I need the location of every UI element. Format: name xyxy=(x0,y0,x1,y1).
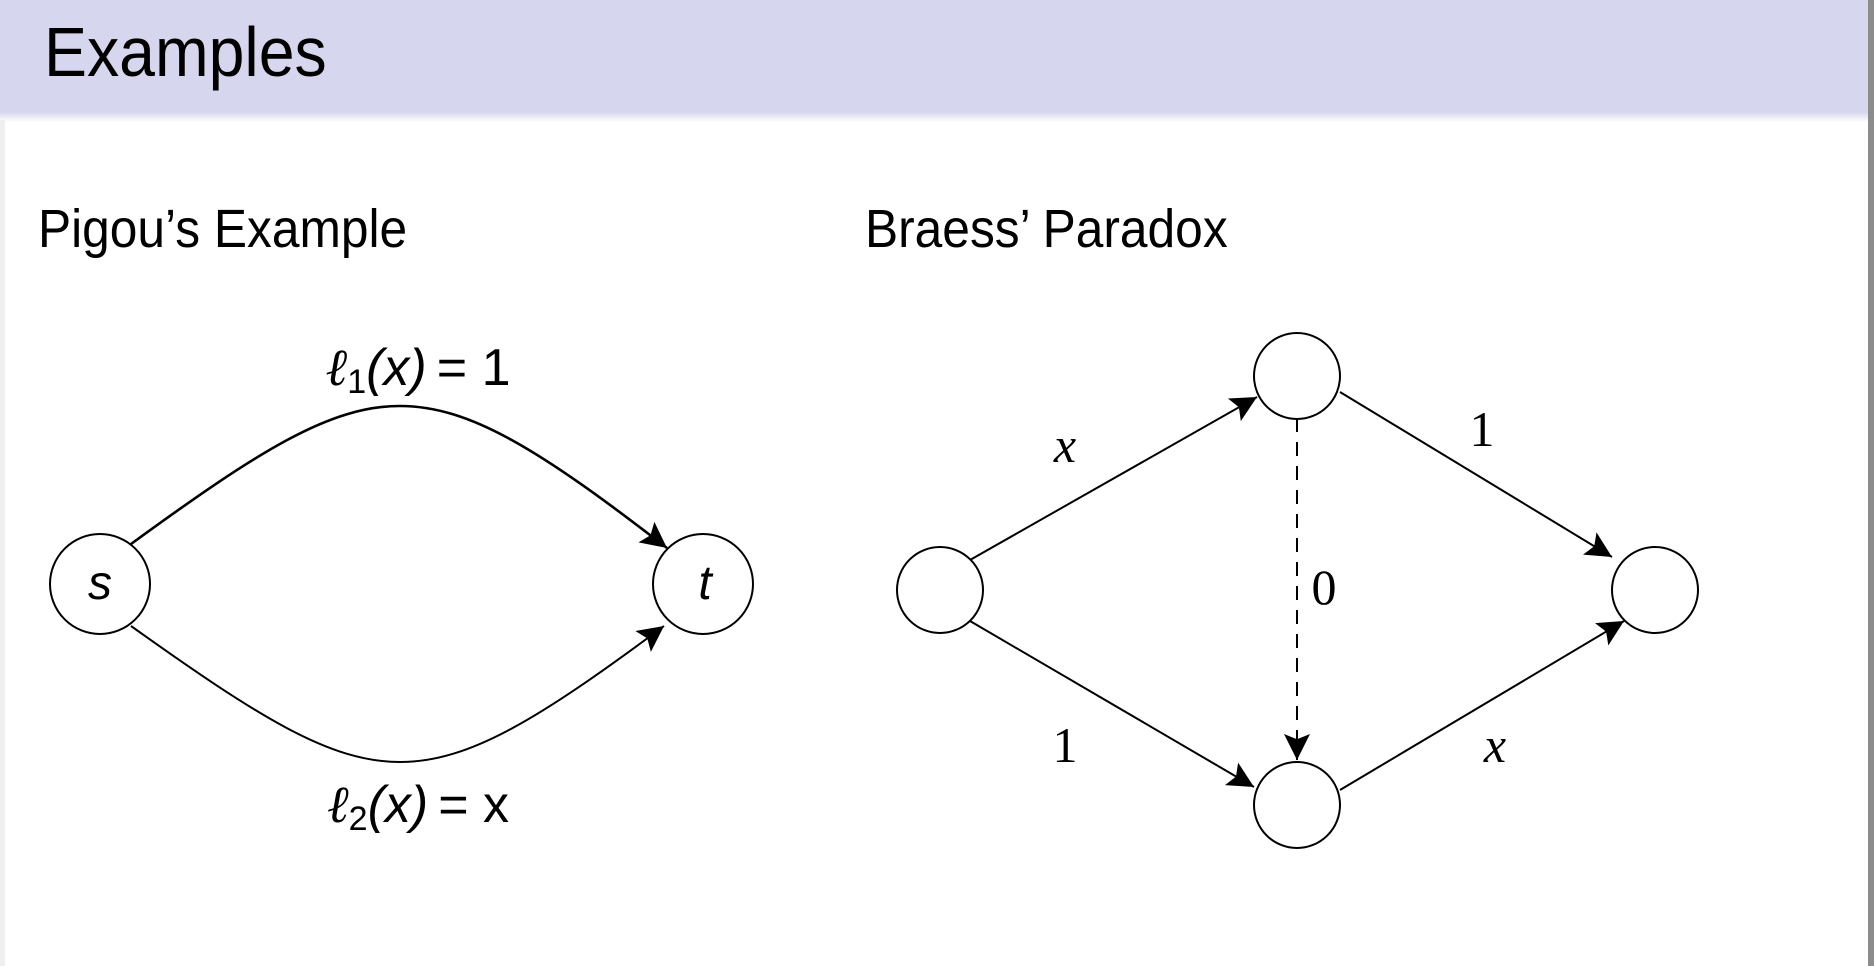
scrollbar[interactable] xyxy=(1868,0,1874,966)
header-shadow xyxy=(0,112,1868,122)
braess-node-top xyxy=(1253,332,1341,420)
left-border xyxy=(0,120,5,966)
node-s xyxy=(49,533,151,635)
braess-node-sink xyxy=(1611,546,1699,634)
braess-edge-left-top xyxy=(969,396,1258,561)
pigou-graph: s t ℓ1(x)= 1 ℓ2(x)= x xyxy=(49,339,754,838)
node-s-label: s xyxy=(88,557,112,610)
edge-top-latency: ℓ1(x)= 1 xyxy=(326,339,511,401)
slide-title: Examples xyxy=(44,13,327,91)
pigou-edge-top xyxy=(130,404,668,550)
label-left-top: x xyxy=(1053,417,1076,473)
label-left-bottom: 1 xyxy=(1053,717,1078,773)
braess-graph: x 1 0 1 x xyxy=(896,332,1699,849)
node-t-label: t xyxy=(698,557,713,610)
pigou-title: Pigou’s Example xyxy=(38,199,408,259)
braess-node-bottom xyxy=(1253,761,1341,849)
slide-header xyxy=(0,0,1868,112)
braess-node-source xyxy=(896,546,984,634)
edge-bottom-latency: ℓ2(x)= x xyxy=(327,776,509,838)
braess-edge-bottom-right xyxy=(1339,620,1625,791)
braess-title: Braess’ Paradox xyxy=(865,199,1228,259)
label-bottom-right: x xyxy=(1483,717,1506,773)
braess-edge-top-right xyxy=(1339,391,1613,558)
label-top-bottom: 0 xyxy=(1312,559,1337,615)
braess-edge-left-bottom xyxy=(969,620,1255,788)
node-t xyxy=(652,533,754,635)
label-top-right: 1 xyxy=(1470,401,1495,457)
pigou-edge-bottom xyxy=(130,625,665,764)
